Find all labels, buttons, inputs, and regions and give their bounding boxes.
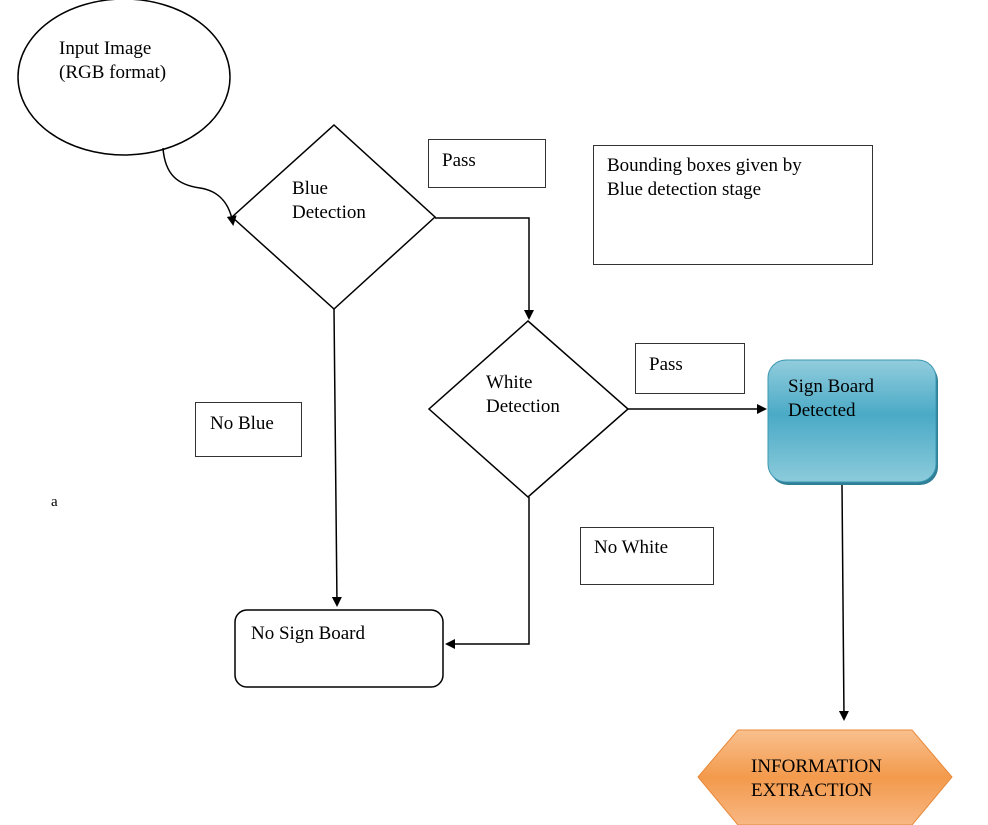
information-extraction-line1: INFORMATION <box>751 756 882 777</box>
no-white-box: No White <box>580 527 714 585</box>
white-detection-label: White Detection <box>486 371 560 419</box>
arrow-white-to-no-sign <box>445 497 530 649</box>
arrow-blue-to-white <box>435 217 534 320</box>
pass-blue-label: Pass <box>442 150 476 171</box>
no-white-label: No White <box>594 537 669 558</box>
blue-detection-label: Blue Detection <box>292 177 366 225</box>
pass-white-label: Pass <box>649 354 683 375</box>
input-image-node <box>17 0 231 156</box>
bounding-note-text: Bounding boxes given by Blue detection s… <box>607 154 802 202</box>
white-detection-node <box>427 319 630 499</box>
bounding-note-line1: Bounding boxes given by <box>607 155 802 176</box>
white-detection-line2: Detection <box>486 396 560 417</box>
bounding-boxes-note: Bounding boxes given by Blue detection s… <box>593 145 873 265</box>
arrow-input-to-blue <box>162 147 237 226</box>
information-extraction-line2: EXTRACTION <box>751 780 873 801</box>
sign-board-detected-label: Sign Board Detected <box>788 375 874 423</box>
no-sign-board-label: No Sign Board <box>251 623 365 644</box>
sign-board-detected-line1: Sign Board <box>788 376 875 397</box>
no-sign-board-node <box>234 609 444 688</box>
arrow-sign-board-to-extraction <box>838 484 849 721</box>
stray-character: a <box>51 494 58 510</box>
arrow-blue-to-no-sign <box>331 308 342 607</box>
bounding-note-line2: Blue detection stage <box>607 179 762 200</box>
information-extraction-label: INFORMATION EXTRACTION <box>751 755 882 803</box>
input-image-line1: Input Image <box>59 38 152 59</box>
pass-white-box: Pass <box>635 343 745 394</box>
blue-detection-line2: Detection <box>292 202 366 223</box>
pass-blue-box: Pass <box>428 139 546 188</box>
input-image-label: Input Image (RGB format) <box>59 37 166 85</box>
no-blue-label: No Blue <box>210 413 274 434</box>
sign-board-detected-node <box>767 359 937 483</box>
no-blue-box: No Blue <box>195 402 302 457</box>
blue-detection-line1: Blue <box>292 178 328 199</box>
input-image-line2: (RGB format) <box>59 62 167 83</box>
information-extraction-node <box>697 729 953 825</box>
white-detection-line1: White <box>486 372 533 393</box>
sign-board-detected-line2: Detected <box>788 400 856 421</box>
